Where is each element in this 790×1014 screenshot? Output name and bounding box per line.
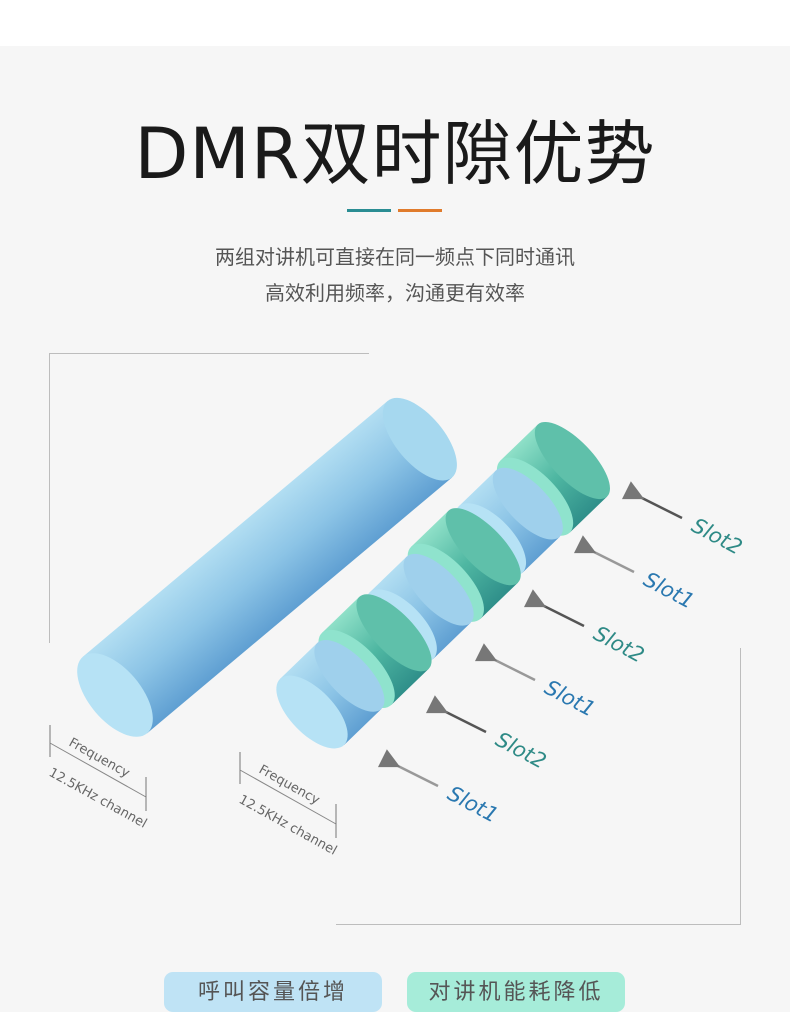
arrow-icon bbox=[425, 695, 487, 734]
frequency-label: Frequency bbox=[256, 762, 322, 808]
arrow-icon bbox=[523, 589, 585, 628]
subtitle-line-2: 高效利用频率，沟通更有效率 bbox=[265, 281, 525, 305]
frame-line bbox=[49, 353, 369, 354]
slot-label: Slot2 bbox=[590, 621, 649, 667]
frame-line bbox=[49, 353, 50, 643]
slot-label: Slot1 bbox=[541, 675, 600, 721]
background bbox=[0, 46, 790, 1012]
slot-segment bbox=[276, 639, 385, 749]
arrow-icon bbox=[573, 535, 635, 574]
slot-label: Slot1 bbox=[444, 781, 503, 827]
channel-width-label: 12.5KHz channel bbox=[236, 792, 339, 858]
slot-label: Slot2 bbox=[492, 727, 551, 773]
frequency-label: Frequency bbox=[66, 735, 132, 781]
badge-call-capacity: 呼叫容量倍增 bbox=[164, 972, 382, 1012]
arrow-icon bbox=[621, 481, 683, 520]
slot-label: Slot2 bbox=[688, 513, 747, 559]
arrow-icon bbox=[474, 643, 536, 682]
page-title: DMR双时隙优势 bbox=[134, 113, 656, 195]
arrow-icon bbox=[377, 749, 439, 788]
frame-line bbox=[336, 924, 741, 925]
slot-label: Slot1 bbox=[640, 567, 699, 613]
dual-slot-cylinder bbox=[276, 421, 610, 749]
accent-bar-teal bbox=[347, 209, 391, 212]
badge-power-saving: 对讲机能耗降低 bbox=[407, 972, 625, 1012]
accent-bar-orange bbox=[398, 209, 442, 212]
subtitle-line-1: 两组对讲机可直接在同一频点下同时通讯 bbox=[215, 245, 575, 269]
single-channel-cylinder bbox=[77, 397, 457, 737]
channel-width-label: 12.5KHz channel bbox=[46, 765, 149, 831]
frame-line bbox=[740, 648, 741, 925]
